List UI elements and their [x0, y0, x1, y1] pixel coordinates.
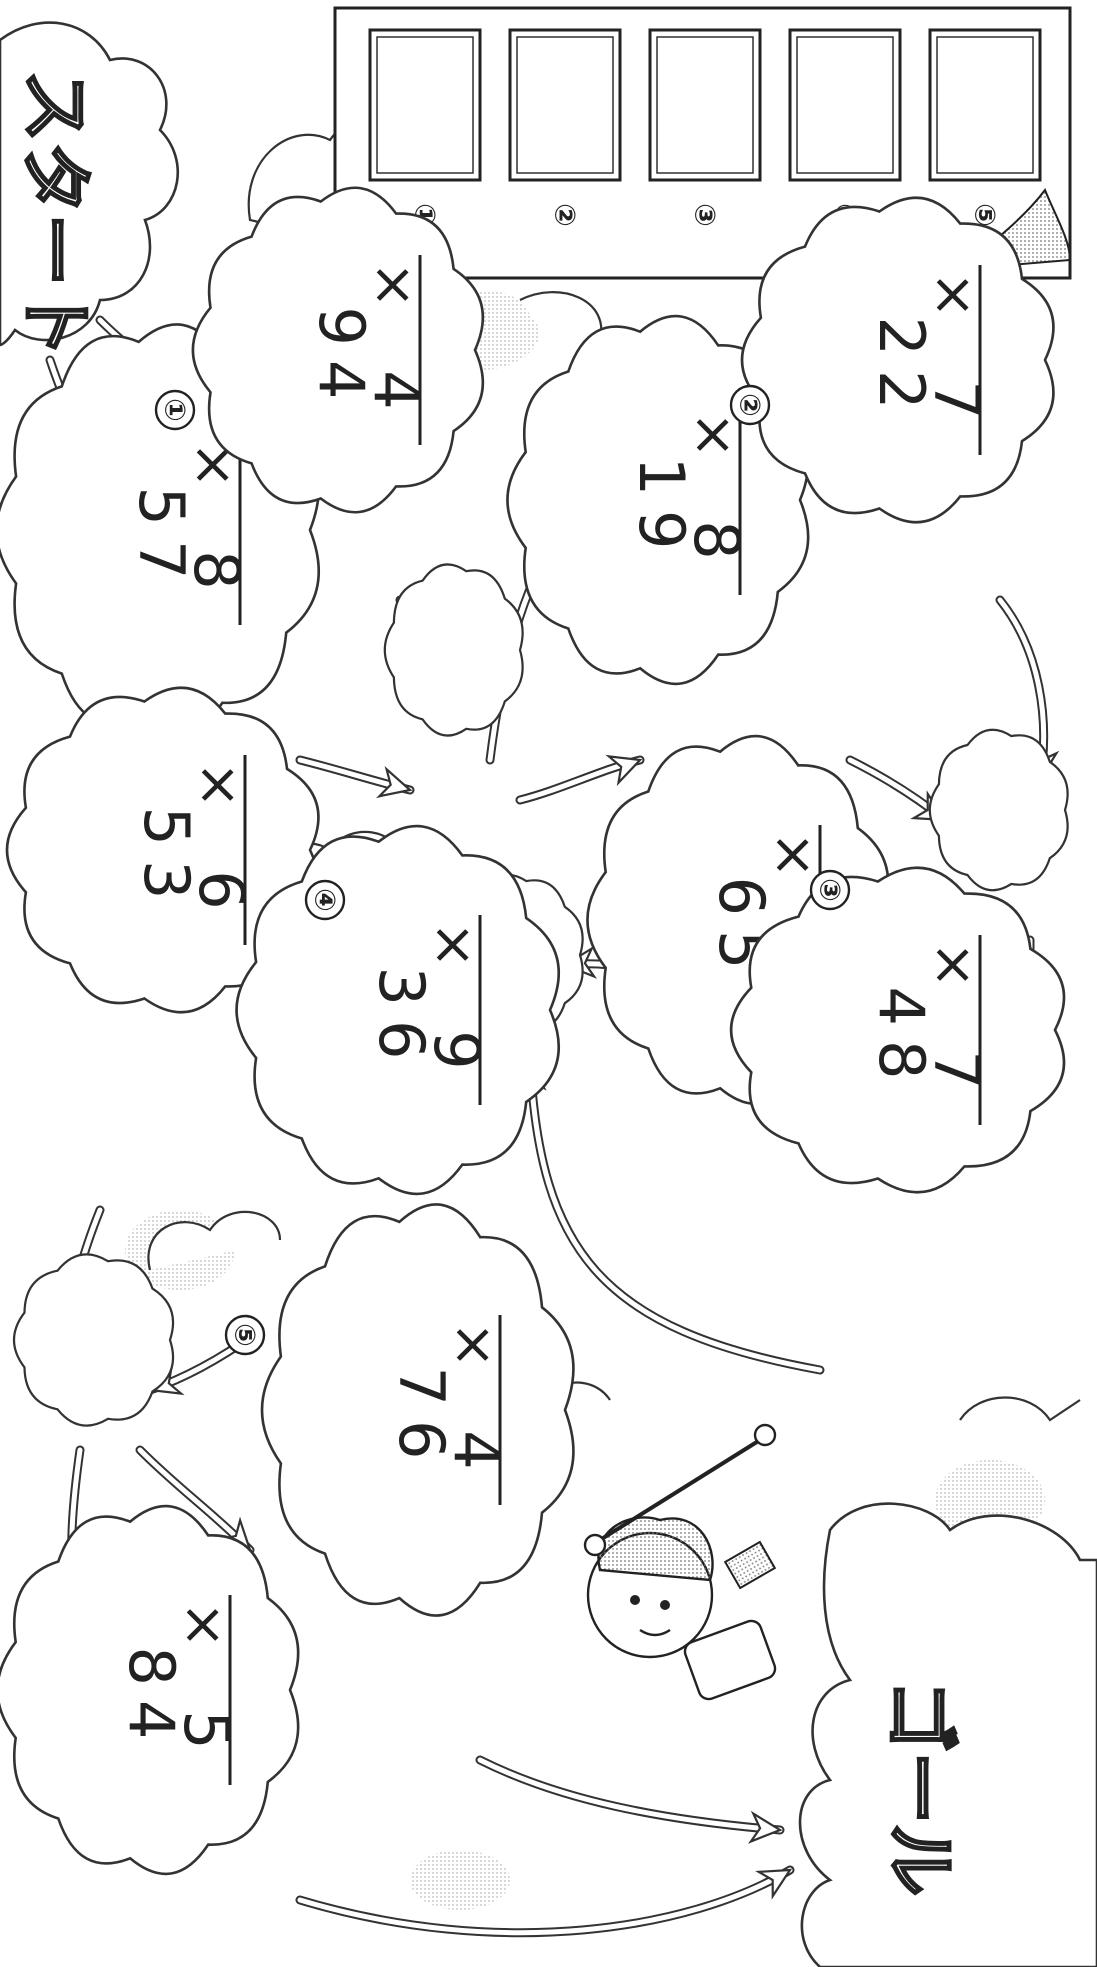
answer-box[interactable]	[928, 28, 1042, 182]
start-label: スタート	[13, 70, 97, 358]
multiplicand: 76	[385, 1367, 458, 1474]
problem-cloud: 764 × ⑤	[224, 1203, 575, 1617]
times-sign: ×	[361, 262, 426, 309]
multiplicand: 36	[365, 967, 438, 1074]
problem-number-badge: ⑤	[224, 1314, 266, 1356]
multiplicand: 48	[865, 987, 938, 1094]
times-sign: ×	[681, 412, 746, 459]
problem-cloud: 487 × ③	[729, 866, 1066, 1194]
path-arrow	[475, 1755, 785, 1844]
svg-text:②: ②	[734, 393, 767, 417]
goal-cloud: ゴール	[798, 1502, 1097, 1967]
problem-cloud: 369 × ④	[235, 824, 561, 1196]
multiplier: 6	[185, 870, 258, 909]
problem-number-badge: ②	[729, 384, 771, 426]
multiplier: 8	[180, 550, 253, 589]
multiplicand: 19	[625, 457, 698, 564]
junction-cloud	[13, 1253, 175, 1427]
answer-slot-number: ③	[689, 203, 722, 227]
times-sign: ×	[921, 272, 986, 319]
times-sign: ×	[441, 1322, 506, 1369]
answer-slot-number: ②	[549, 203, 582, 227]
svg-text:⑤: ⑤	[229, 1323, 262, 1347]
multiplicand: 53	[130, 807, 203, 914]
answer-box[interactable]	[648, 28, 762, 182]
times-sign: ×	[186, 762, 251, 809]
multiplicand: 57	[125, 487, 198, 594]
multiplier: 7	[920, 1050, 993, 1089]
start-cloud: スタート	[0, 21, 180, 359]
answer-slot[interactable]: ③	[648, 28, 762, 227]
answer-box[interactable]	[508, 28, 622, 182]
path-arrow	[515, 754, 645, 805]
multiplicand: 84	[115, 1647, 188, 1754]
multiplier: 4	[360, 370, 433, 409]
svg-text:③: ③	[814, 878, 847, 902]
junction-cloud	[928, 728, 1069, 892]
multiplier: 9	[420, 1030, 493, 1069]
answer-slot[interactable]: ①	[368, 28, 482, 227]
svg-text:①: ①	[159, 398, 192, 422]
answer-box[interactable]	[368, 28, 482, 182]
goal-label: ゴール	[878, 1680, 962, 1896]
problem-cloud: 845 ×	[0, 1504, 300, 1876]
multiplicand: 22	[865, 317, 938, 424]
multiplier: 7	[920, 380, 993, 419]
problem-number-badge: ③	[809, 869, 851, 911]
multiplier: 4	[440, 1430, 513, 1469]
times-sign: ×	[171, 1602, 236, 1649]
times-sign: ×	[421, 922, 486, 969]
times-sign: ×	[921, 942, 986, 989]
answer-slot[interactable]: ②	[508, 28, 622, 227]
svg-text:④: ④	[309, 888, 342, 912]
answer-slot[interactable]: ⑤	[928, 28, 1042, 227]
problem-number-badge: ①	[154, 389, 196, 431]
multiplicand: 94	[305, 307, 378, 414]
junction-cloud	[383, 563, 524, 737]
problem-number-badge: ④	[304, 879, 346, 921]
path-arrow	[295, 1865, 795, 1938]
boy-character-illustration	[583, 1423, 777, 1701]
times-sign: ×	[761, 832, 826, 879]
problem-cloud: 944 × ①	[154, 186, 485, 514]
multiplier: 5	[170, 1710, 243, 1749]
multiplier: 8	[680, 520, 753, 559]
answer-box[interactable]	[788, 28, 902, 182]
problem-cloud: 536 ×	[5, 686, 320, 1014]
problem-cloud: 227 × ②	[729, 196, 1055, 524]
path-arrow	[295, 755, 415, 799]
answer-slot-number: ⑤	[969, 203, 1002, 227]
problem-clouds: 578×944×①198×227×②655×487×③536×369×④845×…	[0, 186, 1066, 1876]
